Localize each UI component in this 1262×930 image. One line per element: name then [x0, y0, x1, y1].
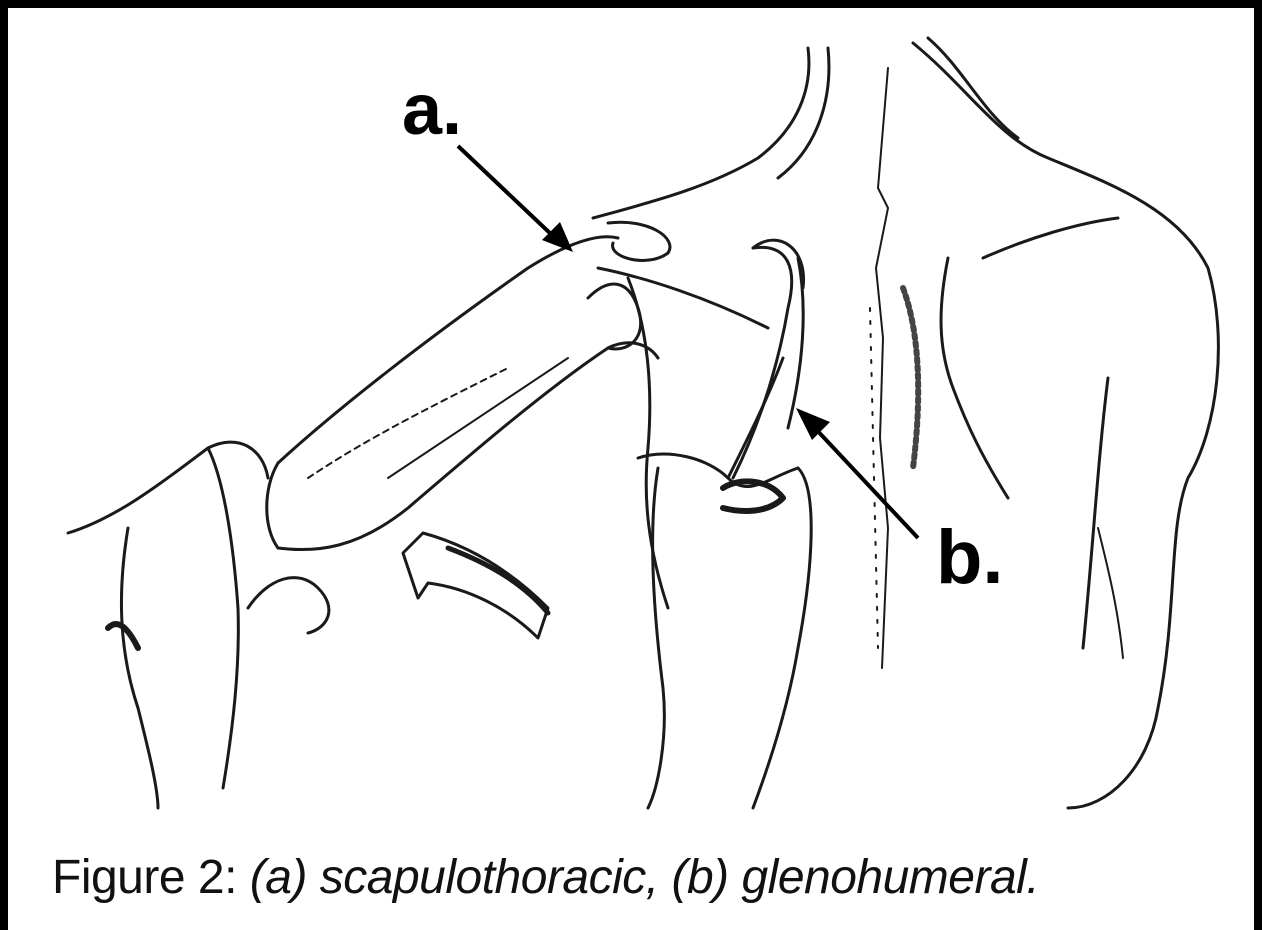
scapula: [593, 48, 829, 608]
upper-arm: [267, 237, 658, 550]
spine: [870, 68, 918, 668]
examiner-left-hand: [68, 442, 329, 808]
figure-caption: Figure 2: (a) scapulothoracic, (b) gleno…: [52, 850, 1039, 905]
caption-body: (a) scapulothoracic, (b) glenohumeral.: [250, 851, 1039, 904]
label-b: b.: [936, 520, 1004, 596]
examiner-right-hand: [638, 454, 811, 808]
label-a: a.: [402, 74, 462, 146]
arrow-b-icon: [796, 408, 918, 538]
rotation-arrow-icon: [403, 533, 548, 638]
torso-outline: [913, 38, 1218, 808]
caption-prefix: Figure 2:: [52, 851, 237, 904]
arrow-a-icon: [458, 146, 573, 252]
shoulder-anatomy-illustration: [8, 8, 1262, 828]
